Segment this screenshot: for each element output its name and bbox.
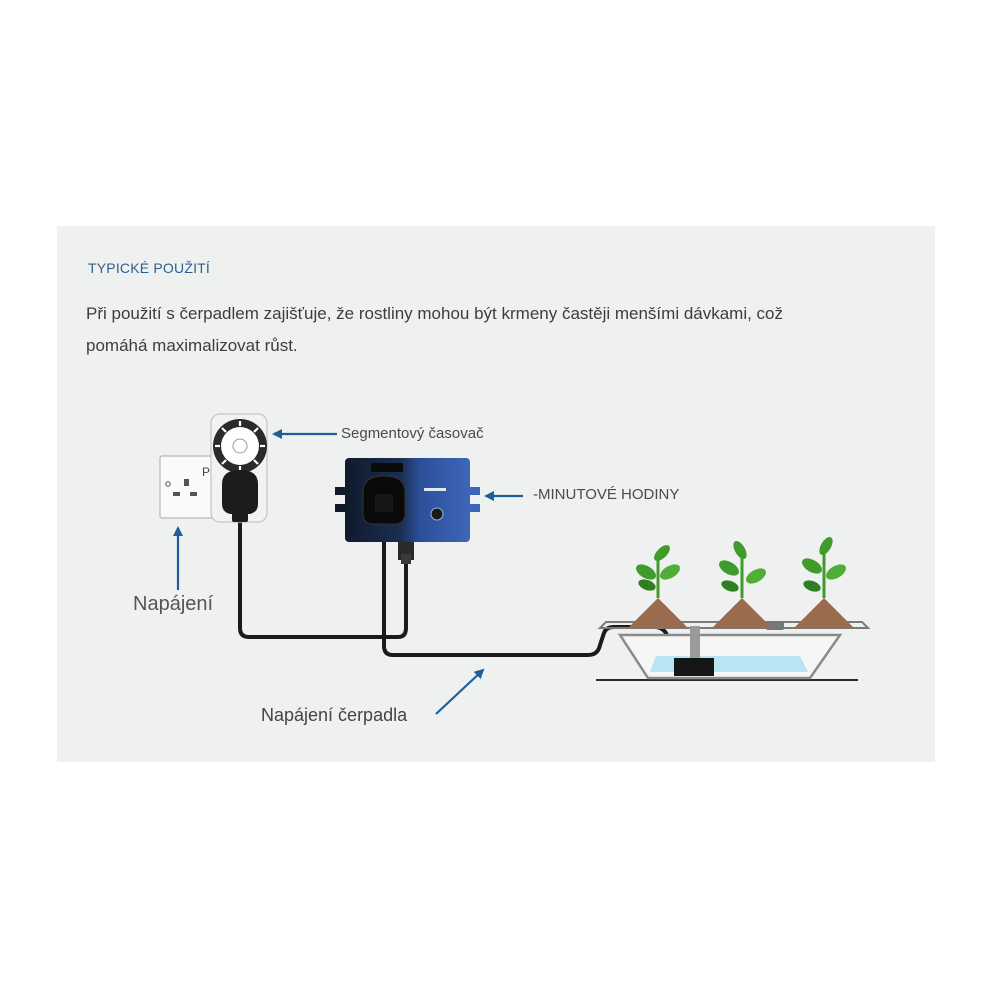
plant-icon bbox=[712, 540, 772, 628]
timer-cable bbox=[238, 518, 408, 639]
section-description: Při použití s čerpadlem zajišťuje, že ro… bbox=[86, 304, 784, 355]
segment-timer-label: Segmentový časovač bbox=[341, 425, 484, 442]
pump-pipe-icon bbox=[690, 626, 700, 660]
wall-socket-icon: P bbox=[159, 455, 226, 519]
section-heading: TYPICKÉ POUŽITÍ bbox=[88, 260, 211, 276]
minute-clock-icon bbox=[335, 458, 480, 564]
plant-icon bbox=[794, 536, 854, 628]
pump-power-arrow bbox=[435, 668, 485, 715]
segment-timer-icon bbox=[210, 413, 268, 523]
plant-tray-icon bbox=[596, 621, 871, 681]
minute-clock-label: -MINUTOVÉ HODINY bbox=[533, 486, 680, 503]
svg-text:P: P bbox=[202, 465, 210, 479]
water-reservoir-icon bbox=[650, 656, 808, 672]
pump-power-label: Napájení čerpadla bbox=[261, 705, 408, 725]
pump-icon bbox=[674, 658, 714, 676]
plant-icon bbox=[628, 545, 688, 628]
power-label: Napájení bbox=[133, 593, 214, 615]
